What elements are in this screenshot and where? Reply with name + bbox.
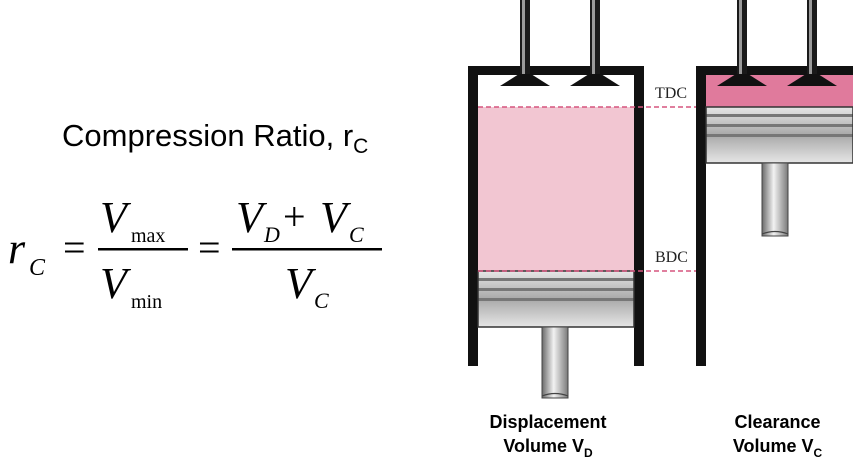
displacement-caption-sub: D <box>584 446 593 460</box>
left-intake-valve <box>500 0 550 86</box>
compression-ratio-title: Compression Ratio, rC <box>62 118 368 159</box>
right-connecting-rod <box>761 162 789 237</box>
frac1-numerator-sub: max <box>131 225 165 247</box>
clearance-caption-line2-wrap: Volume VC <box>690 434 853 465</box>
right-intake-valve <box>717 0 767 86</box>
clearance-volume-caption: Clearance Volume VC <box>690 410 853 465</box>
clearance-cylinder <box>696 0 853 366</box>
right-cylinder-head <box>696 66 853 75</box>
formula-lhs: r <box>8 224 26 273</box>
left-cylinder-wall-right <box>634 66 644 366</box>
frac1-denominator: V <box>100 259 132 308</box>
frac2-numerator-a: V <box>236 193 268 242</box>
engine-cylinder-diagram: TDC BDC <box>468 0 853 399</box>
left-cylinder-head <box>468 66 644 75</box>
clearance-caption-line2: Volume V <box>732 436 814 456</box>
left-connecting-rod <box>541 326 569 399</box>
frac2-numerator-b-sub: C <box>349 222 364 247</box>
left-cylinder-wall-left <box>468 66 478 366</box>
title-subscript: C <box>353 135 369 158</box>
clearance-caption-line1: Clearance <box>734 412 821 432</box>
right-exhaust-valve <box>787 0 837 86</box>
clearance-caption-sub: C <box>813 446 823 460</box>
frac2-denominator-sub: C <box>314 288 329 313</box>
displacement-caption-line2-wrap: Volume VD <box>448 434 648 465</box>
displacement-caption-line2: Volume V <box>503 436 584 456</box>
right-piston <box>705 106 853 164</box>
frac2-numerator-b: V <box>320 193 352 242</box>
title-text: Compression Ratio, r <box>62 118 354 153</box>
displacement-cylinder <box>468 0 644 399</box>
displacement-volume-caption: Displacement Volume VD <box>448 410 648 465</box>
tdc-label: TDC <box>655 85 687 102</box>
frac2-numerator-a-sub: D <box>263 222 280 247</box>
formula-lhs-sub: C <box>29 255 46 281</box>
left-exhaust-valve <box>570 0 620 86</box>
formula-eq-2: = <box>198 225 221 270</box>
frac1-numerator: V <box>100 193 132 242</box>
frac2-plus: + <box>283 194 306 239</box>
formula-eq-1: = <box>63 225 86 270</box>
compression-ratio-formula: r C = V max V min = V D + V C V C <box>8 193 382 313</box>
displacement-caption-line1: Displacement <box>489 412 607 432</box>
frac2-bar <box>232 248 382 251</box>
bdc-label: BDC <box>655 249 688 266</box>
left-piston <box>477 270 635 328</box>
right-cylinder-wall-left <box>696 66 706 366</box>
displacement-gas-volume <box>478 107 634 271</box>
frac1-bar <box>98 248 188 251</box>
frac2-denominator: V <box>285 259 317 308</box>
frac1-denominator-sub: min <box>131 291 162 313</box>
